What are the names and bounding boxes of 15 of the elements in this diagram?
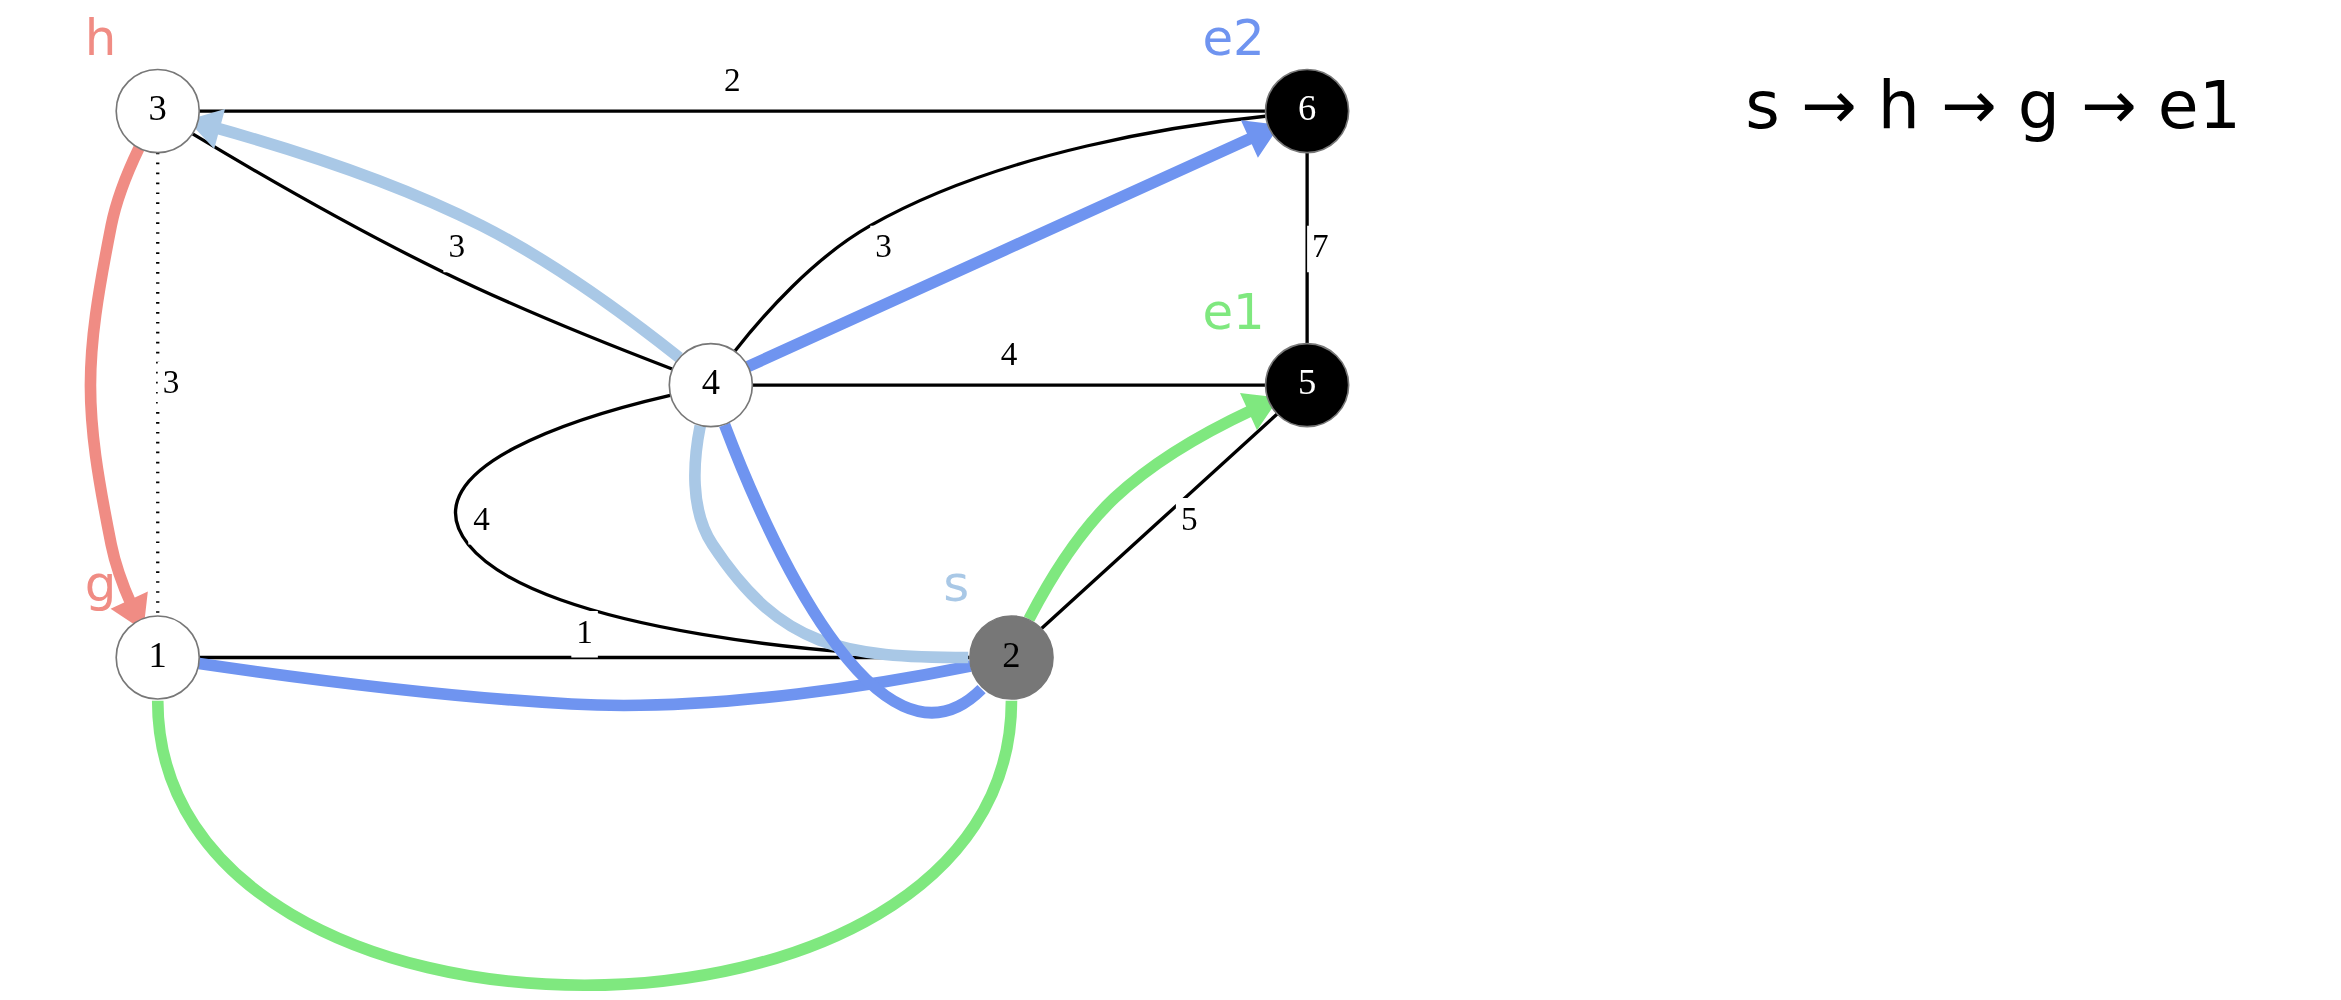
node-label: e2 bbox=[1202, 8, 1265, 67]
edge-label: 3 bbox=[875, 227, 892, 265]
label: s → h → g → e1 bbox=[1745, 65, 2241, 144]
node-label: h bbox=[84, 8, 117, 67]
edge-label: 4 bbox=[473, 499, 490, 537]
node-label: s bbox=[943, 555, 970, 614]
edge-label: 3 bbox=[162, 363, 180, 401]
edge-label: 4 bbox=[1000, 335, 1018, 373]
node-label: e1 bbox=[1202, 282, 1265, 341]
edge-label: 1 bbox=[576, 612, 593, 650]
edge-label: 7 bbox=[1312, 227, 1329, 265]
node-label: g bbox=[84, 555, 117, 614]
edge-label: 2 bbox=[724, 61, 741, 99]
edge-label: 3 bbox=[448, 227, 465, 265]
edge-label: 5 bbox=[1180, 499, 1198, 537]
